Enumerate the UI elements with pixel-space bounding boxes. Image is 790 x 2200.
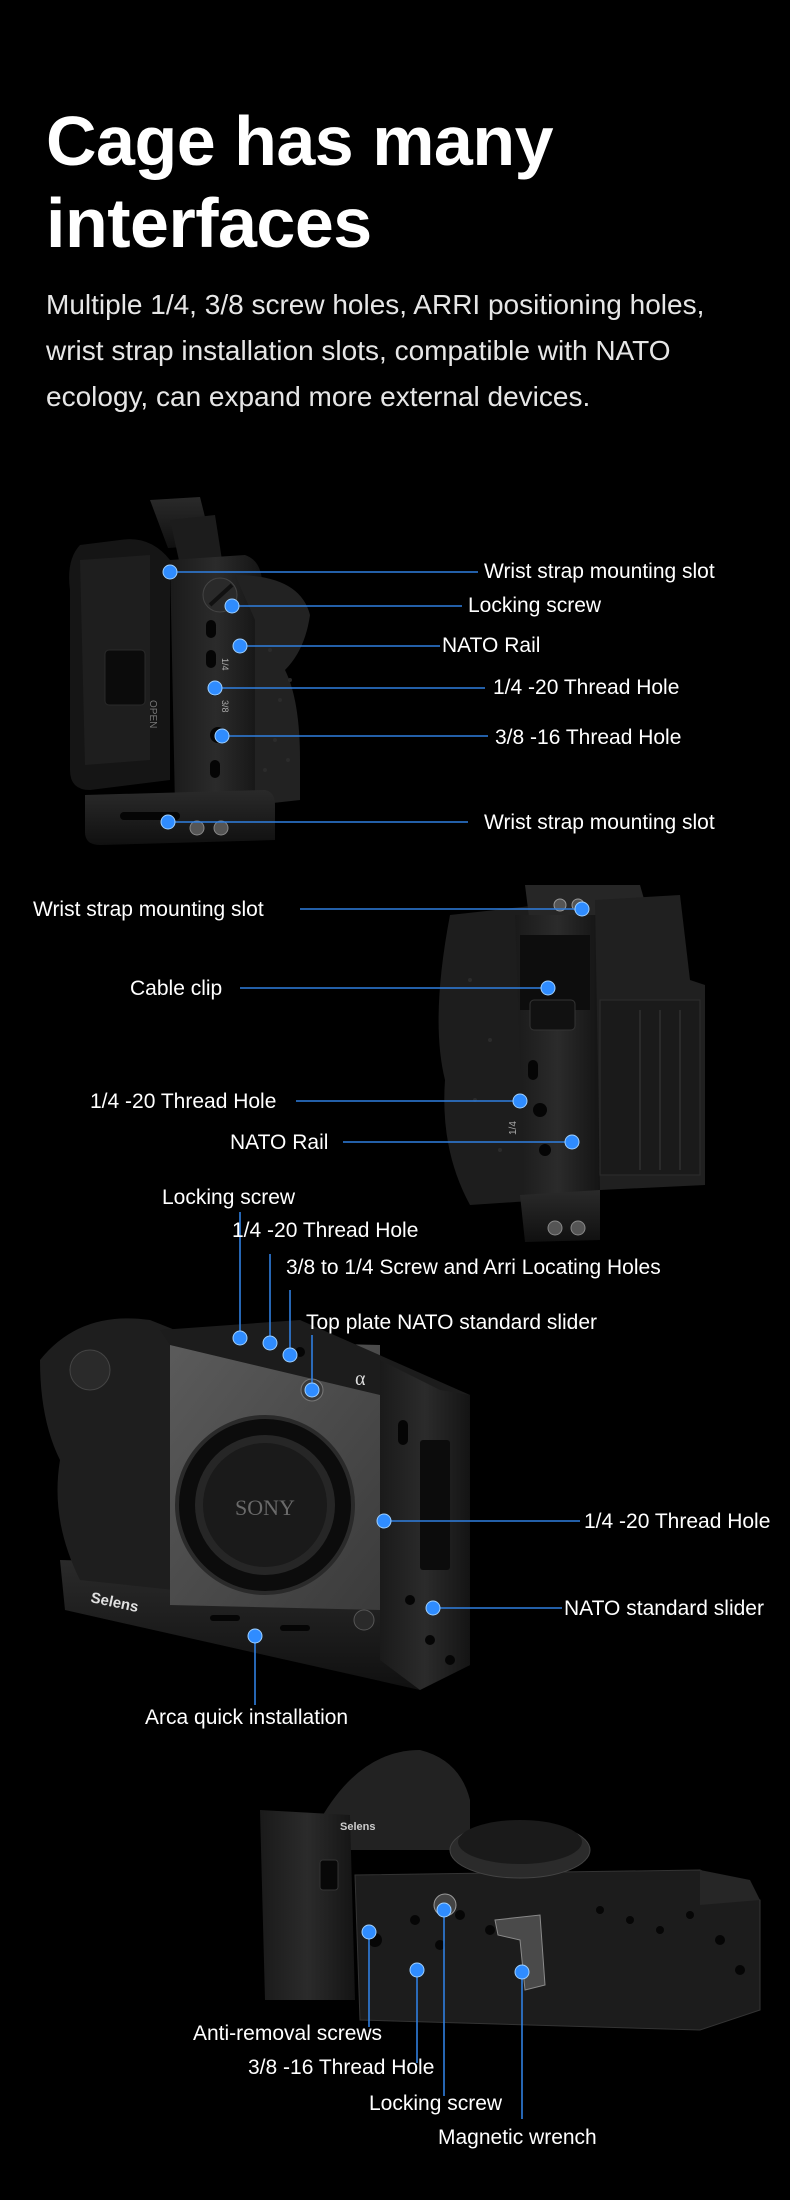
callout-dot [214,728,230,744]
callout-dot [247,1628,263,1644]
callout-arca-quick-installation: Arca quick installation [145,1706,349,1729]
callout-dot [361,1924,377,1940]
callout-wrist-strap-left: Wrist strap mounting slot [33,898,264,921]
callout-dot [512,1093,528,1109]
callout-quarter-thread-left: 1/4 -20 Thread Hole [90,1090,277,1113]
callout-dot [207,680,223,696]
callout-locking-screw-front: Locking screw [162,1186,296,1209]
callout-top-plate-nato-slider: Top plate NATO standard slider [306,1311,598,1334]
callout-dot [232,1330,248,1346]
callout-locking-screw: Locking screw [468,594,602,617]
callout-wrist-strap-bottom: Wrist strap mounting slot [484,811,715,834]
page-title: Cage has many interfaces [46,102,554,262]
callout-dot [224,598,240,614]
brand-logo-body-cap: SONY [235,1495,295,1520]
engraving-open: OPEN [147,700,158,728]
callout-dot [409,1962,425,1978]
callout-nato-slider: NATO standard slider [564,1597,764,1620]
callout-locking-screw-bottom: Locking screw [369,2092,503,2115]
callout-anti-removal-screws: Anti-removal screws [193,2022,383,2045]
engraving-quarter-left: 1/4 [508,1121,519,1135]
callout-quarter-thread: 1/4 -20 Thread Hole [493,676,680,699]
page-subtitle: Multiple 1/4, 3/8 screw holes, ARRI posi… [46,289,705,412]
callout-dot [540,980,556,996]
callout-dot [436,1902,452,1918]
callout-dot [262,1335,278,1351]
callout-dot [160,814,176,830]
callout-quarter-thread-front-side: 1/4 -20 Thread Hole [584,1510,771,1533]
callout-arri-locating-holes: 3/8 to 1/4 Screw and Arri Locating Holes [286,1256,661,1279]
callout-dot [376,1513,392,1529]
callout-three-eighths-thread: 3/8 -16 Thread Hole [495,726,682,749]
callout-magnetic-wrench: Magnetic wrench [438,2126,597,2149]
callout-dot [304,1382,320,1398]
alpha-logo: α [355,1368,366,1390]
callout-nato-rail: NATO Rail [442,634,541,657]
callout-wrist-strap-top: Wrist strap mounting slot [484,560,715,583]
callout-dot [282,1347,298,1363]
engraving-three-eighths-side: 3/8 [220,700,230,713]
callout-quarter-thread-front-top: 1/4 -20 Thread Hole [232,1219,419,1242]
callout-dot [162,564,178,580]
callout-cable-clip: Cable clip [130,977,223,1000]
brand-logo-bottom: Selens [340,1821,375,1833]
engraving-quarter-side: 1/4 [220,658,230,671]
callout-dot [425,1600,441,1616]
callout-dot [574,901,590,917]
callout-dot [232,638,248,654]
callout-nato-rail-left: NATO Rail [230,1131,329,1154]
callout-three-eighths-thread-bottom: 3/8 -16 Thread Hole [248,2056,435,2079]
callout-dot [564,1134,580,1150]
callout-dot [514,1964,530,1980]
